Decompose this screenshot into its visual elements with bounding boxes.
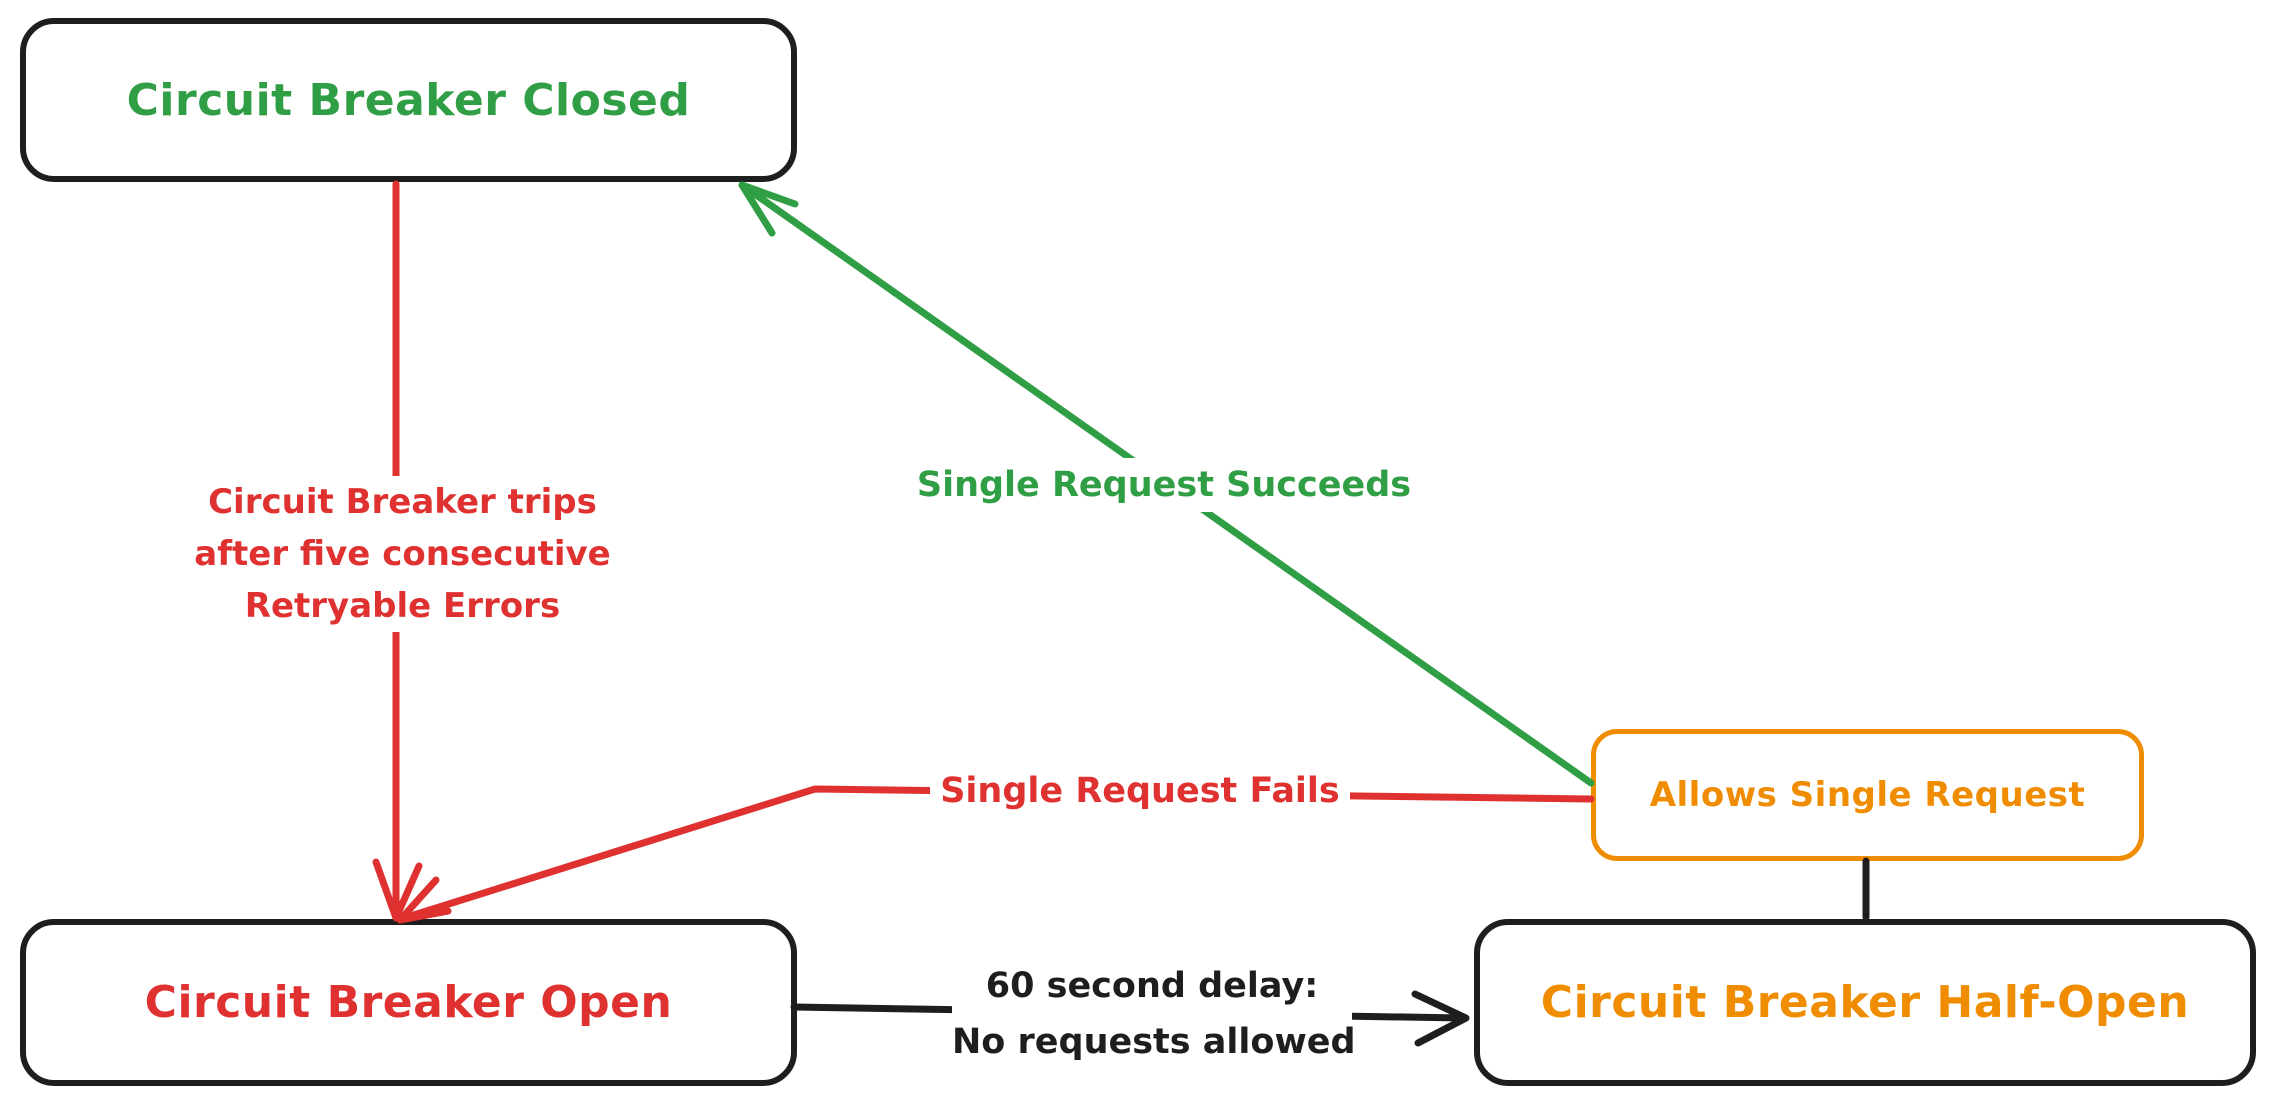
node-closed-label: Circuit Breaker Closed — [126, 74, 691, 126]
node-half-open-label: Circuit Breaker Half-Open — [1540, 977, 2190, 1028]
edge-label-delay-line-2: No requests allowed — [952, 1022, 1356, 1062]
edge-label-fails: Single Request Fails — [930, 764, 1350, 818]
edge-label-trips-line-1: Circuit Breaker trips — [208, 482, 597, 522]
node-circuit-breaker-open: Circuit Breaker Open — [20, 919, 797, 1086]
edge-label-succeeds: Single Request Succeeds — [914, 458, 1414, 512]
node-allows-single-request: Allows Single Request — [1591, 729, 2144, 861]
node-circuit-breaker-closed: Circuit Breaker Closed — [20, 18, 797, 182]
edge-trips-arrowhead — [372, 858, 423, 922]
edge-succeeds-arrowhead — [738, 181, 799, 237]
edge-fails-arrowhead — [396, 876, 452, 924]
edge-label-trips: Circuit Breaker trips after five consecu… — [150, 476, 655, 632]
node-circuit-breaker-half-open: Circuit Breaker Half-Open — [1474, 919, 2256, 1086]
edge-label-trips-line-3: Retryable Errors — [244, 586, 561, 626]
node-open-label: Circuit Breaker Open — [144, 977, 673, 1028]
edge-label-trips-line-2: after five consecutive — [194, 534, 611, 574]
edge-label-delay-line-1: 60 second delay: — [985, 966, 1319, 1006]
edge-delay-arrowhead — [1411, 990, 1470, 1047]
node-allows-single-request-label: Allows Single Request — [1649, 775, 2086, 815]
edge-label-delay: 60 second delay: No requests allowed — [952, 958, 1356, 1070]
